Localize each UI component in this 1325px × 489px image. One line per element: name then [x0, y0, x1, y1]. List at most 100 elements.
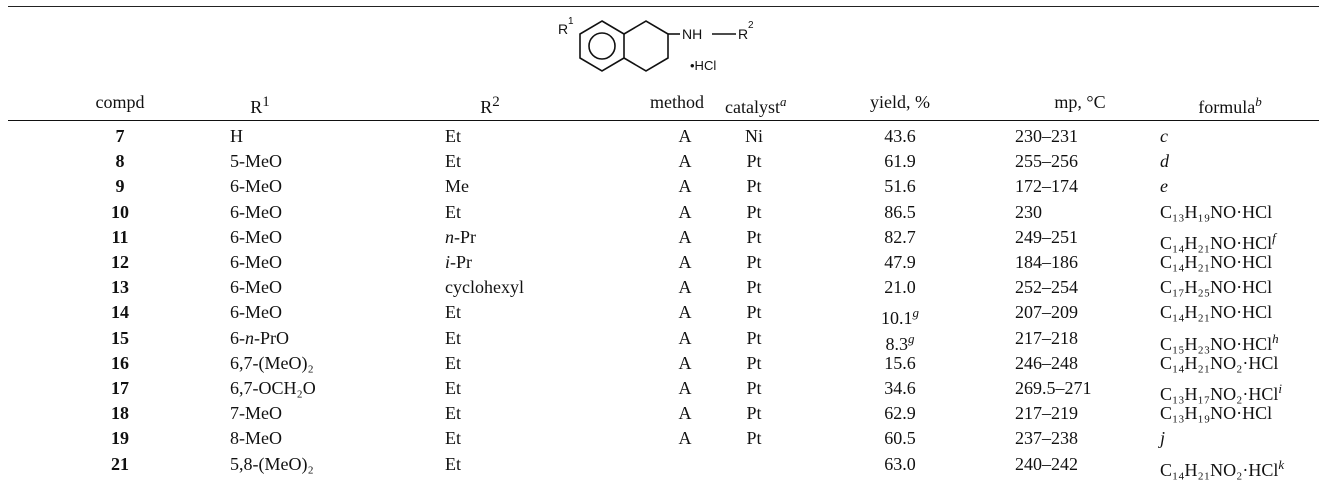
hcl-label: •HCl: [690, 58, 716, 73]
cell-mp: 249–251: [1015, 226, 1078, 247]
cell-method: A: [678, 302, 692, 323]
top-rule: [8, 6, 1319, 7]
cell-method: A: [678, 352, 692, 373]
header-formula-sup: b: [1255, 94, 1262, 109]
cell-mp: 240–242: [1015, 453, 1078, 474]
cell-compd: 14: [111, 302, 129, 323]
cell-compd: 8: [115, 151, 125, 172]
header-catalyst: catalysta: [725, 87, 786, 122]
cell-yield: 8.3g: [885, 330, 915, 354]
cell-r2: Et: [445, 352, 461, 373]
cell-formula: C₁₇H₂₅NO·HCl: [1160, 277, 1273, 298]
table-header: compd R1 R2 method catalysta yield, % mp…: [0, 87, 1325, 117]
cell-catalyst: Pt: [746, 403, 762, 424]
cell-r2: Et: [445, 403, 461, 424]
cell-compd: 21: [111, 453, 129, 474]
cell-yield: 43.6: [884, 126, 916, 146]
cell-yield: 60.5: [884, 428, 916, 449]
cell-yield: 10.1g: [881, 305, 920, 329]
cell-r2: Me: [445, 176, 469, 197]
cell-formula: C₁₅H₂₃NO·HClh: [1160, 330, 1279, 354]
italic-prefix: n: [245, 327, 254, 348]
cell-compd: 17: [111, 378, 129, 398]
cell-method: A: [678, 378, 692, 398]
cell-catalyst: Pt: [746, 352, 762, 373]
cell-r2: Et: [445, 428, 461, 449]
cell-mp: 237–238: [1015, 428, 1078, 449]
cell-mp: 207–209: [1015, 302, 1078, 323]
cell-method: A: [678, 126, 692, 146]
cell-formula: C₁₄H₂₁NO·HClf: [1160, 229, 1276, 253]
italic-prefix: n: [445, 226, 454, 247]
cell-compd: 7: [115, 126, 125, 146]
cell-r1: 6-MeO: [230, 252, 282, 272]
cell-catalyst: Pt: [746, 277, 762, 298]
cell-r1: 6-MeO: [230, 201, 282, 222]
cell-formula: c: [1160, 124, 1168, 149]
cell-formula: C₁₄H₂₁NO·HCl: [1160, 252, 1273, 272]
header-mp: mp, °C: [1054, 92, 1106, 112]
formula-footnote: f: [1272, 229, 1276, 245]
cell-r2: Et: [445, 453, 461, 474]
tetralin-structure-drawing: R 1 NH R 2 •HCl: [558, 16, 754, 73]
cell-formula: C₁₃H₁₇NO₂·HCli: [1160, 381, 1283, 404]
cell-r2: Et: [445, 151, 461, 172]
cell-catalyst: Pt: [746, 428, 762, 449]
cell-r1: 5-MeO: [230, 151, 282, 172]
cell-mp: 217–218: [1015, 327, 1078, 348]
cell-catalyst: Pt: [746, 378, 762, 398]
cell-compd: 12: [111, 252, 129, 272]
cell-r1: 6-MeO: [230, 226, 282, 247]
cell-r1: 6-n-PrO: [230, 327, 289, 348]
cell-catalyst: Pt: [746, 176, 762, 197]
cell-catalyst: Pt: [746, 302, 762, 323]
cell-catalyst: Pt: [746, 327, 762, 348]
cell-r2: cyclohexyl: [445, 277, 524, 298]
r2-superscript: 2: [748, 20, 754, 31]
r1-superscript: 1: [568, 16, 574, 27]
formula-footnote-ref: c: [1160, 126, 1168, 146]
formula-footnote-ref: d: [1160, 151, 1169, 172]
cell-catalyst: Pt: [746, 226, 762, 247]
cell-r2: i-Pr: [445, 252, 473, 272]
cell-formula: d: [1160, 149, 1169, 174]
cell-yield: 47.9: [884, 252, 916, 272]
yield-footnote: g: [912, 305, 920, 321]
cell-r1: 6-MeO: [230, 176, 282, 197]
cell-mp: 255–256: [1015, 151, 1078, 172]
cell-mp: 252–254: [1015, 277, 1078, 298]
header-r2-sup: 2: [492, 94, 500, 110]
header-rule: [8, 120, 1319, 121]
header-catalyst-sup: a: [779, 94, 787, 109]
cell-mp: 246–248: [1015, 352, 1078, 373]
cell-formula: C₁₄H₂₁NO₂·HCl: [1160, 352, 1279, 373]
cell-compd: 19: [111, 428, 129, 449]
cell-r1: H: [230, 126, 243, 146]
cell-method: A: [678, 176, 692, 197]
formula-footnote: k: [1278, 456, 1285, 472]
cell-r1: 6,7-(MeO)₂: [230, 352, 314, 373]
header-formula: formulab: [1160, 87, 1300, 122]
formula-footnote: i: [1278, 381, 1283, 396]
cell-mp: 184–186: [1015, 252, 1078, 272]
cell-method: A: [678, 403, 692, 424]
cell-formula: C₁₃H₁₉NO·HCl: [1160, 403, 1273, 424]
cell-mp: 172–174: [1015, 176, 1078, 197]
cell-compd: 9: [115, 176, 125, 197]
italic-prefix: i: [445, 252, 451, 272]
cell-catalyst: Pt: [746, 252, 762, 272]
cell-r1: 7-MeO: [230, 403, 282, 424]
cell-formula: j: [1160, 426, 1165, 451]
header-compd: compd: [95, 92, 145, 112]
header-r1: R1: [225, 87, 295, 122]
cell-formula: C₁₄H₂₁NO₂·HClk: [1160, 456, 1285, 480]
cell-yield: 82.7: [884, 226, 916, 247]
